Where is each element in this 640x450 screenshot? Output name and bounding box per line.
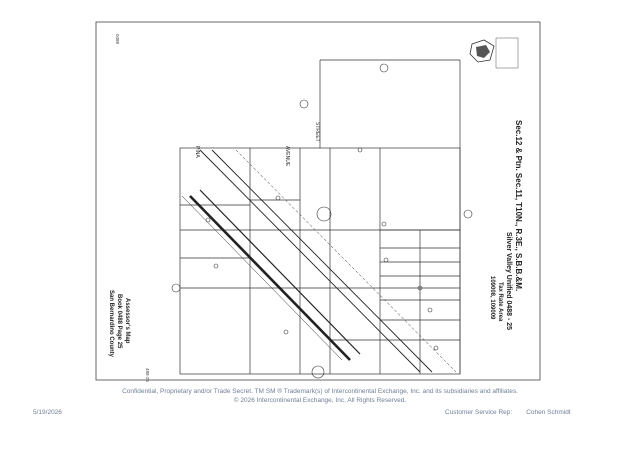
header-section: Sec.12 & Ptn. Sec.11, T10N., R.3E., S.B.… bbox=[514, 120, 523, 291]
street-label-street: STREET bbox=[314, 122, 320, 142]
header-district: Silver Valley Unified 0488 - 25 bbox=[505, 232, 512, 330]
print-date: 5/19/2026 bbox=[33, 409, 62, 416]
assessor-book-page: Book 0488 Page 25 bbox=[116, 294, 122, 349]
assessor-block: Assessor's Map Book 0488 Page 25 San Ber… bbox=[108, 290, 130, 358]
map-frame bbox=[95, 21, 541, 381]
map-header: Sec.12 & Ptn. Sec.11, T10N., R.3E., S.B.… bbox=[489, 120, 523, 330]
assessor-title: Assessor's Map bbox=[124, 298, 130, 344]
map-ref: 488-25 bbox=[145, 368, 150, 383]
parcel-markers bbox=[171, 63, 473, 379]
assessor-county: San Bernardino County bbox=[108, 290, 114, 358]
highway-corridor bbox=[181, 149, 457, 373]
street-label-avenue: AVENUE bbox=[284, 146, 290, 167]
header-tax-rate-area: Tax Rate Area bbox=[497, 282, 503, 322]
header-tax-codes: 109008, 109009 bbox=[489, 276, 495, 320]
county-seal-icon bbox=[469, 37, 519, 69]
footer-copyright: © 2026 Intercontinental Exchange, Inc. A… bbox=[233, 397, 407, 404]
rep-name: Cohen Schmidt bbox=[526, 409, 571, 416]
customer-service-rep: Customer Service Rep: Cohen Schmidt bbox=[445, 409, 605, 416]
rep-label: Customer Service Rep: bbox=[445, 409, 513, 416]
street-label-pina: PINA bbox=[194, 146, 200, 158]
parcel-grid bbox=[179, 59, 461, 375]
page-code: 0488 bbox=[115, 34, 120, 45]
footer-confidential: Confidential, Proprietary and/or Trade S… bbox=[122, 388, 518, 395]
